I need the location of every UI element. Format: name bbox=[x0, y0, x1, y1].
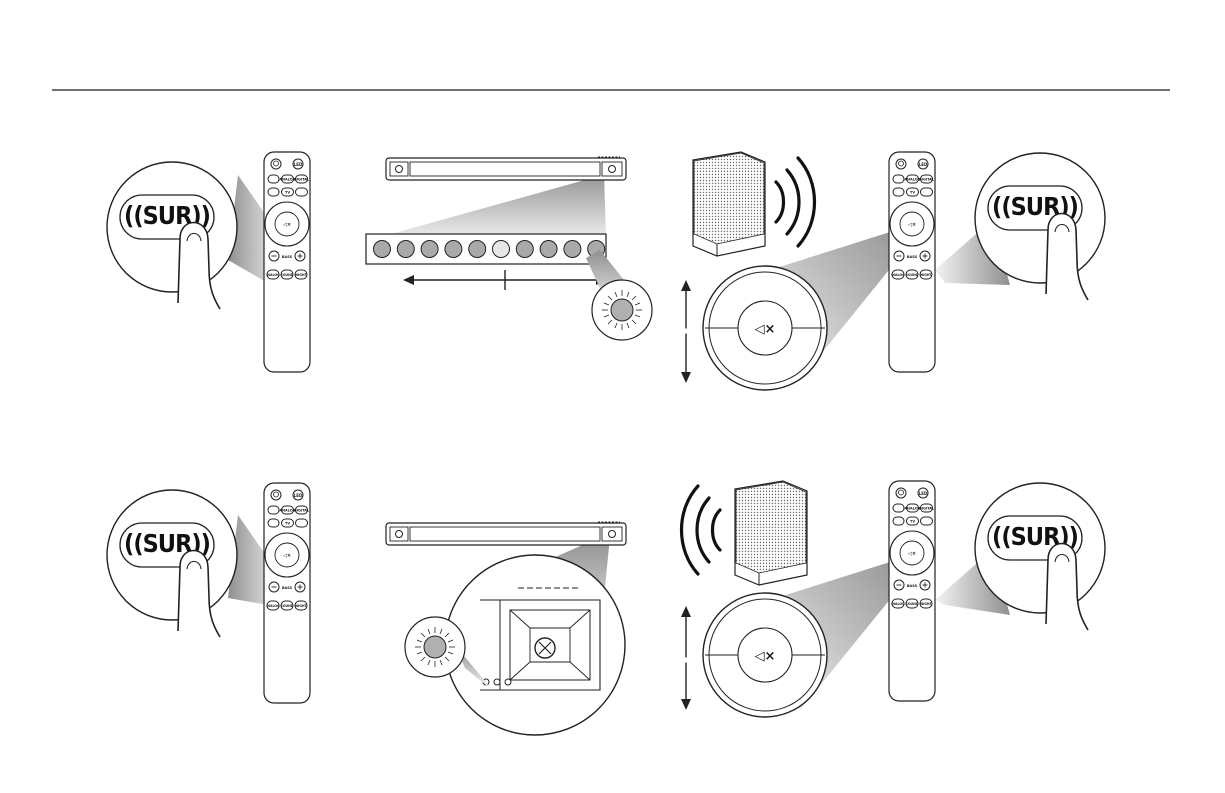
mute-button-zoom bbox=[703, 593, 827, 717]
sur-button-zoom bbox=[107, 490, 237, 637]
led-indicator bbox=[421, 241, 438, 258]
led-indicator bbox=[397, 241, 414, 258]
surround-speaker bbox=[693, 152, 765, 256]
led-indicator bbox=[540, 241, 557, 258]
remote-control bbox=[889, 152, 935, 372]
led-indicator bbox=[516, 241, 533, 258]
remote-control bbox=[889, 481, 935, 701]
step-top-led-indicator bbox=[366, 157, 652, 340]
glowing-button-zoom bbox=[405, 617, 465, 677]
soundbar bbox=[386, 522, 626, 545]
step-top-surround-speaker bbox=[680, 152, 1105, 390]
step-bottom-surround-speaker bbox=[680, 481, 1105, 717]
remote-control bbox=[264, 483, 310, 703]
sound-waves bbox=[776, 158, 815, 246]
sound-waves bbox=[682, 486, 721, 574]
sur-button-zoom bbox=[107, 162, 237, 309]
led-indicator bbox=[469, 241, 486, 258]
surround-speaker bbox=[735, 481, 807, 585]
led-indicator bbox=[493, 241, 510, 258]
glowing-button-zoom bbox=[592, 280, 652, 340]
led-indicator bbox=[445, 241, 462, 258]
soundbar bbox=[386, 157, 626, 180]
step-top-press-sur bbox=[107, 152, 310, 372]
step-bottom-press-sur bbox=[107, 483, 310, 703]
soundbar-end-zoom bbox=[445, 555, 625, 735]
step-bottom-soundbar-detail bbox=[386, 522, 626, 735]
led-indicator bbox=[564, 241, 581, 258]
remote-control bbox=[264, 152, 310, 372]
led-indicator bbox=[374, 241, 391, 258]
mute-button-zoom bbox=[703, 266, 827, 390]
